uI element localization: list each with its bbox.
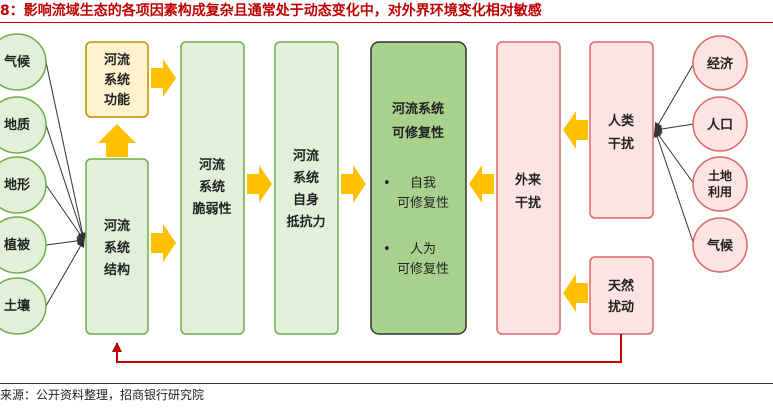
feedback-arrow bbox=[112, 334, 622, 363]
left-factor-5: 土壤 bbox=[0, 277, 47, 335]
right-factor-label: 土地 bbox=[708, 168, 732, 183]
left-factor-4: 植被 bbox=[0, 216, 47, 274]
human-box: 人类 干扰 bbox=[589, 41, 654, 219]
right-factor-label: 人口 bbox=[707, 117, 733, 133]
natural-box: 天然 扰动 bbox=[589, 256, 654, 335]
recovery-item: 自我 bbox=[410, 176, 436, 191]
left-factor-2: 地质 bbox=[0, 96, 47, 154]
left-factor-label: 土壤 bbox=[4, 298, 31, 314]
svg-text:干扰: 干扰 bbox=[515, 195, 541, 211]
source-rule bbox=[0, 383, 773, 384]
svg-text:河流: 河流 bbox=[104, 52, 130, 68]
arrow-function-to-fragility bbox=[151, 59, 176, 97]
arrow-fragility-to-resistance bbox=[247, 165, 272, 203]
right-factor-label: 利用 bbox=[708, 184, 732, 199]
left-factor-label: 地质 bbox=[4, 117, 30, 133]
arrow-external-to-recovery bbox=[469, 165, 494, 203]
svg-text:系统: 系统 bbox=[199, 179, 225, 195]
right-factor-label: 气候 bbox=[707, 238, 734, 254]
recovery-title: 河流系统 bbox=[392, 101, 444, 117]
right-factor-2: 人口 bbox=[692, 96, 748, 152]
left-factor-3: 地形 bbox=[0, 156, 47, 214]
right-factor-1: 经济 bbox=[692, 35, 748, 91]
left-connectors bbox=[45, 61, 87, 307]
svg-text:功能: 功能 bbox=[104, 92, 130, 108]
svg-text:干扰: 干扰 bbox=[608, 136, 634, 152]
left-factor-1: 气候 bbox=[0, 33, 47, 91]
svg-text:结构: 结构 bbox=[104, 262, 130, 278]
svg-text:河流: 河流 bbox=[293, 148, 319, 164]
external-box: 外来 干扰 bbox=[496, 41, 561, 335]
structure-box: 河流 系统 结构 bbox=[85, 158, 149, 335]
resistance-box: 河流 系统 自身 抵抗力 bbox=[274, 41, 339, 335]
recovery-box: 河流系统 可修复性 • 自我 可修复性 • 人为 可修复性 bbox=[370, 41, 467, 335]
svg-text:系统: 系统 bbox=[104, 240, 130, 256]
arrow-structure-to-fragility bbox=[151, 224, 176, 262]
recovery-bullet: • bbox=[383, 242, 391, 257]
svg-text:天然: 天然 bbox=[608, 278, 634, 294]
svg-text:河流: 河流 bbox=[104, 218, 130, 234]
fragility-box: 河流 系统 脆弱性 bbox=[180, 41, 245, 335]
left-factor-label: 植被 bbox=[3, 237, 31, 253]
left-factor-label: 地形 bbox=[4, 177, 30, 193]
svg-text:自身: 自身 bbox=[293, 192, 319, 208]
svg-text:河流: 河流 bbox=[199, 157, 225, 173]
arrow-resistance-to-recovery bbox=[341, 165, 366, 203]
recovery-title: 可修复性 bbox=[392, 125, 444, 141]
source-note: 来源：公开资料整理，招商银行研究院 bbox=[0, 388, 205, 402]
recovery-item: 可修复性 bbox=[397, 262, 449, 277]
svg-text:人类: 人类 bbox=[608, 113, 635, 129]
right-factor-label: 经济 bbox=[707, 56, 734, 72]
arrow-human-to-external bbox=[563, 111, 588, 149]
left-factor-label: 气候 bbox=[4, 54, 31, 70]
diagram: 气候 地质 地形 植被 土壤 河流 系统 功能 河流 系统 结构 河流 系统 脆… bbox=[0, 33, 748, 363]
up-arrow bbox=[98, 124, 136, 157]
svg-text:系统: 系统 bbox=[293, 170, 319, 186]
recovery-item: 人为 bbox=[410, 242, 436, 257]
recovery-bullet: • bbox=[383, 176, 391, 191]
function-box: 河流 系统 功能 bbox=[85, 41, 149, 118]
page-title: 8：影响流域生态的各项因素构成复杂且通常处于动态变化中，对外界环境变化相对敏感 bbox=[0, 3, 542, 19]
arrow-natural-to-external bbox=[563, 274, 588, 312]
svg-text:脆弱性: 脆弱性 bbox=[191, 201, 231, 217]
svg-text:外来: 外来 bbox=[514, 172, 542, 188]
svg-text:抵抗力: 抵抗力 bbox=[286, 214, 325, 230]
svg-text:系统: 系统 bbox=[104, 72, 130, 88]
recovery-item: 可修复性 bbox=[397, 196, 449, 211]
right-factor-3: 土地 利用 bbox=[692, 156, 748, 212]
title-rule bbox=[0, 22, 773, 23]
svg-text:扰动: 扰动 bbox=[608, 299, 634, 315]
right-factor-4: 气候 bbox=[692, 217, 748, 273]
right-connectors bbox=[653, 62, 695, 246]
